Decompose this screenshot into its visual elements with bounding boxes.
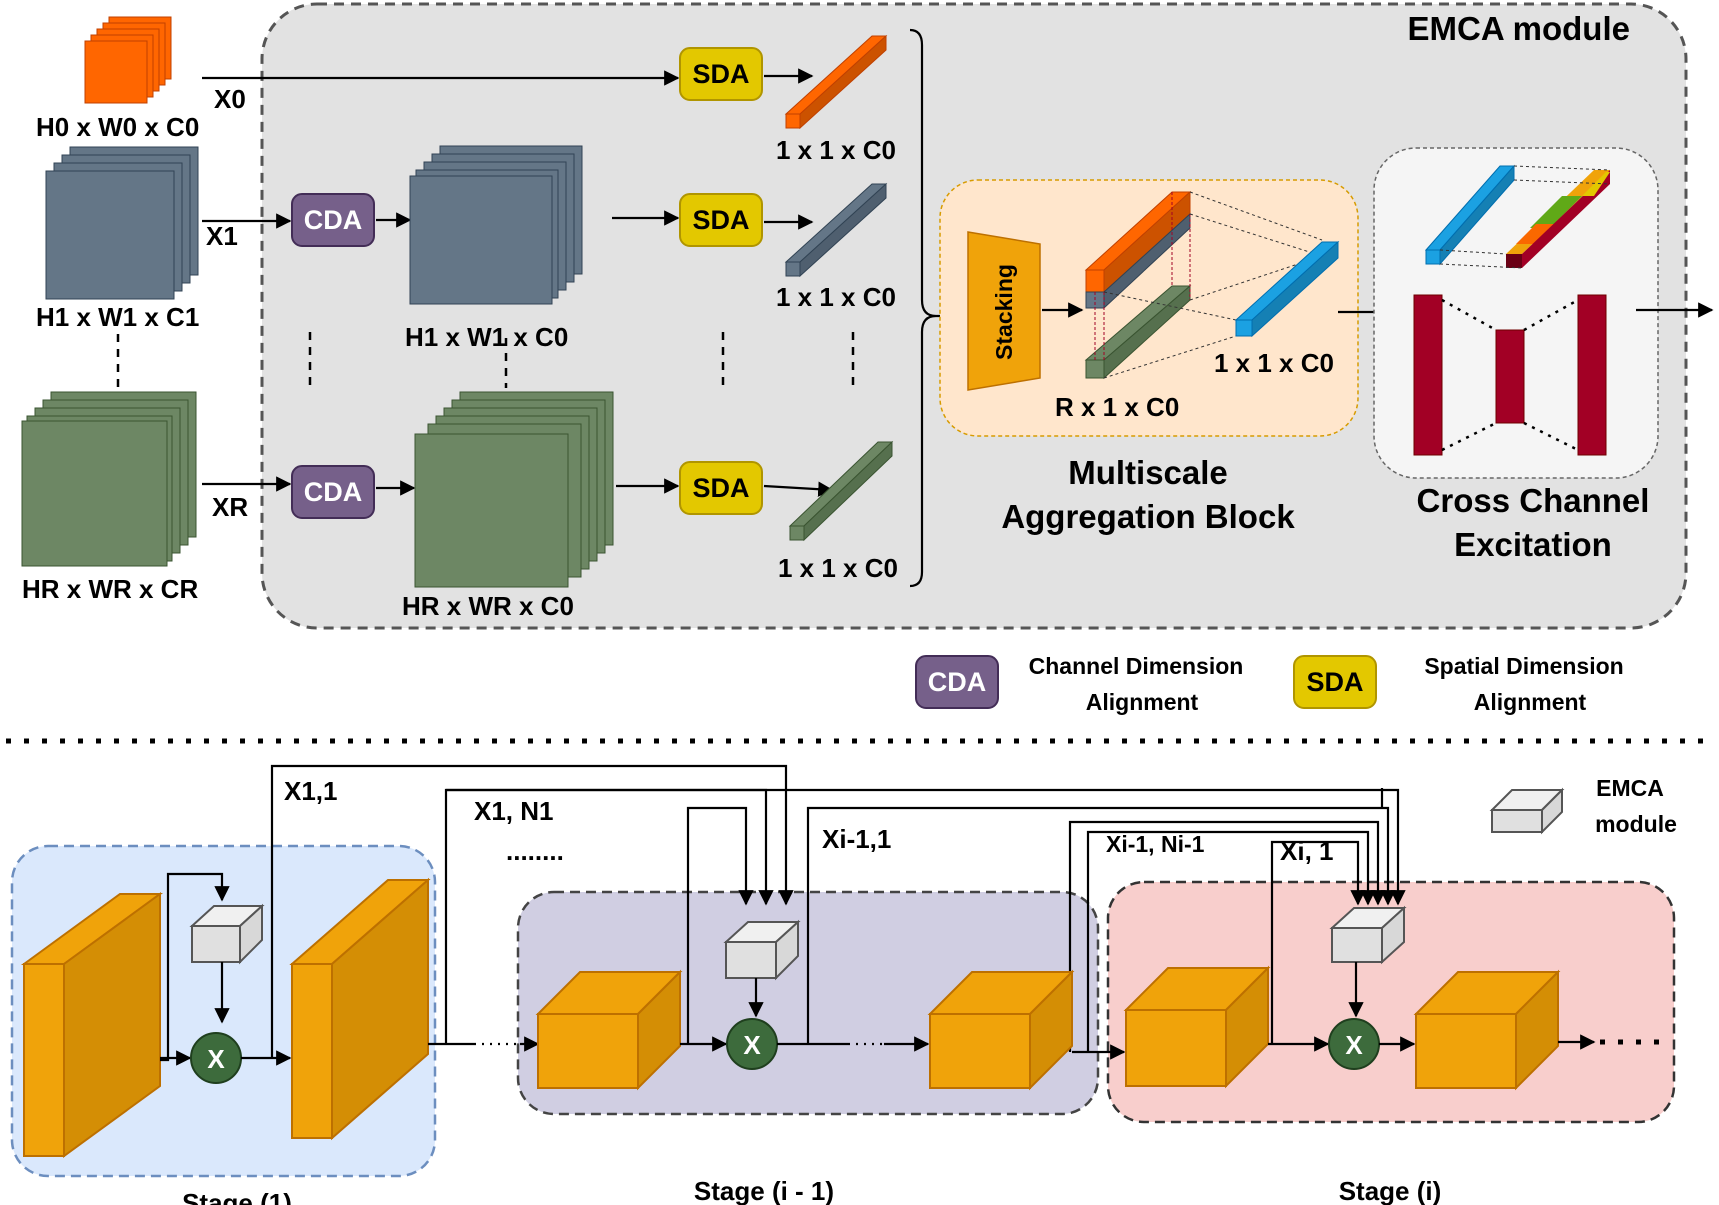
- legend-cda-desc-1: Channel Dimension: [1029, 653, 1244, 679]
- sda-label-row1: SDA: [692, 205, 749, 235]
- msab-stack-dims: R x 1 x C0: [1055, 392, 1179, 422]
- pooled-dims-xr: 1 x 1 x C0: [778, 553, 898, 583]
- msab-out-dims: 1 x 1 x C0: [1214, 348, 1334, 378]
- cce-dotted-links: [1439, 165, 1611, 269]
- skip-label-x1n: X1, N1: [474, 796, 554, 826]
- cda-label-row1: CDA: [304, 205, 363, 235]
- cce-title-line2: Excitation: [1454, 526, 1612, 563]
- input-x1-dims: H1 x W1 x C1: [36, 302, 199, 332]
- aggregated-vector: [1234, 240, 1340, 338]
- stage1-emca-module[interactable]: [189, 903, 265, 965]
- pipeline-ellipsis: ........: [506, 836, 564, 866]
- pooled-vector-xr: [788, 440, 894, 542]
- stage-im1-cube-a: [535, 969, 683, 1091]
- aligned-xr-stack: [414, 391, 614, 588]
- stage-i-cube-b: [1413, 969, 1561, 1091]
- stage-im1-cube-b: [927, 969, 1075, 1091]
- skip-label-x11: X1,1: [284, 776, 338, 806]
- x1-label: X1: [206, 221, 238, 251]
- stage-i-emca-module[interactable]: [1329, 905, 1407, 965]
- pooled-dims-x1: 1 x 1 x C0: [776, 282, 896, 312]
- emca-legend-line1: EMCA: [1596, 775, 1664, 801]
- legend-sda-desc-1: Spatial Dimension: [1424, 653, 1623, 679]
- cda-label-rowr: CDA: [304, 477, 363, 507]
- excitation-bottleneck: [1413, 294, 1607, 456]
- skip-connections: [270, 764, 1406, 1058]
- input-xr-stack: [21, 391, 197, 567]
- pooled-vector-x1: [784, 182, 888, 278]
- sda-block-row0[interactable]: [679, 47, 763, 101]
- emca-module-title: EMCA module: [1408, 10, 1630, 47]
- msab-title-line2: Aggregation Block: [1001, 498, 1295, 535]
- pooled-vector-x0: [784, 34, 888, 130]
- input-xr-dims: HR x WR x CR: [22, 574, 198, 604]
- sda-block-row1[interactable]: [679, 193, 763, 247]
- legend-cda-box: [915, 655, 999, 709]
- stage-im1-label: Stage (i - 1): [694, 1176, 834, 1205]
- input-x1-stack: [45, 146, 199, 300]
- aligned-x1-dims: H1 x W1 x C0: [405, 322, 568, 352]
- cda-block-row1[interactable]: [291, 193, 375, 247]
- aligned-xr-dims: HR x WR x C0: [402, 591, 574, 621]
- stage-i-multiply-label: X: [1345, 1030, 1363, 1060]
- emca-legend-icon: [1489, 787, 1565, 835]
- stacking-block[interactable]: [967, 231, 1041, 391]
- skip-label-xi1: Xi, 1: [1280, 836, 1333, 866]
- stage1-feature-b: [289, 877, 431, 1141]
- legend-sda-box: [1293, 655, 1377, 709]
- x0-label: X0: [214, 84, 246, 114]
- stage-im1-multiply-label: X: [743, 1030, 761, 1060]
- stacking-label: Stacking: [991, 264, 1017, 360]
- sda-label-rowr: SDA: [692, 473, 749, 503]
- aligned-x1-stack: [409, 145, 583, 305]
- stage-im1-emca-module[interactable]: [723, 919, 801, 981]
- skip-label-xim1n: Xi-1, Ni-1: [1106, 831, 1205, 857]
- sda-block-rowr[interactable]: [679, 461, 763, 515]
- cce-input-vector: [1424, 164, 1516, 266]
- legend-sda-label: SDA: [1306, 667, 1363, 697]
- input-x0-stack: [84, 16, 172, 104]
- legend-cda-label: CDA: [928, 667, 987, 697]
- stage-i-label: Stage (i): [1339, 1176, 1442, 1205]
- cda-block-rowr[interactable]: [291, 465, 375, 519]
- stage1-multiply-label: X: [207, 1044, 225, 1074]
- msab-title-line1: Multiscale: [1068, 454, 1228, 491]
- input-x0-dims: H0 x W0 x C0: [36, 112, 199, 142]
- skip-label-xim11: Xi-1,1: [822, 824, 891, 854]
- pooled-dims-x0: 1 x 1 x C0: [776, 135, 896, 165]
- cce-output-vector: [1506, 170, 1610, 268]
- xr-label: XR: [212, 492, 248, 522]
- cce-title-line1: Cross Channel: [1417, 482, 1650, 519]
- stage-i-cube-a: [1123, 965, 1271, 1089]
- legend-sda-desc-2: Alignment: [1474, 689, 1587, 715]
- stage1-feature-a: [20, 892, 164, 1158]
- emca-legend-line2: module: [1595, 811, 1677, 837]
- sda-label-row0: SDA: [692, 59, 749, 89]
- stage1-label: Stage (1): [182, 1188, 292, 1205]
- legend-cda-desc-2: Alignment: [1086, 689, 1199, 715]
